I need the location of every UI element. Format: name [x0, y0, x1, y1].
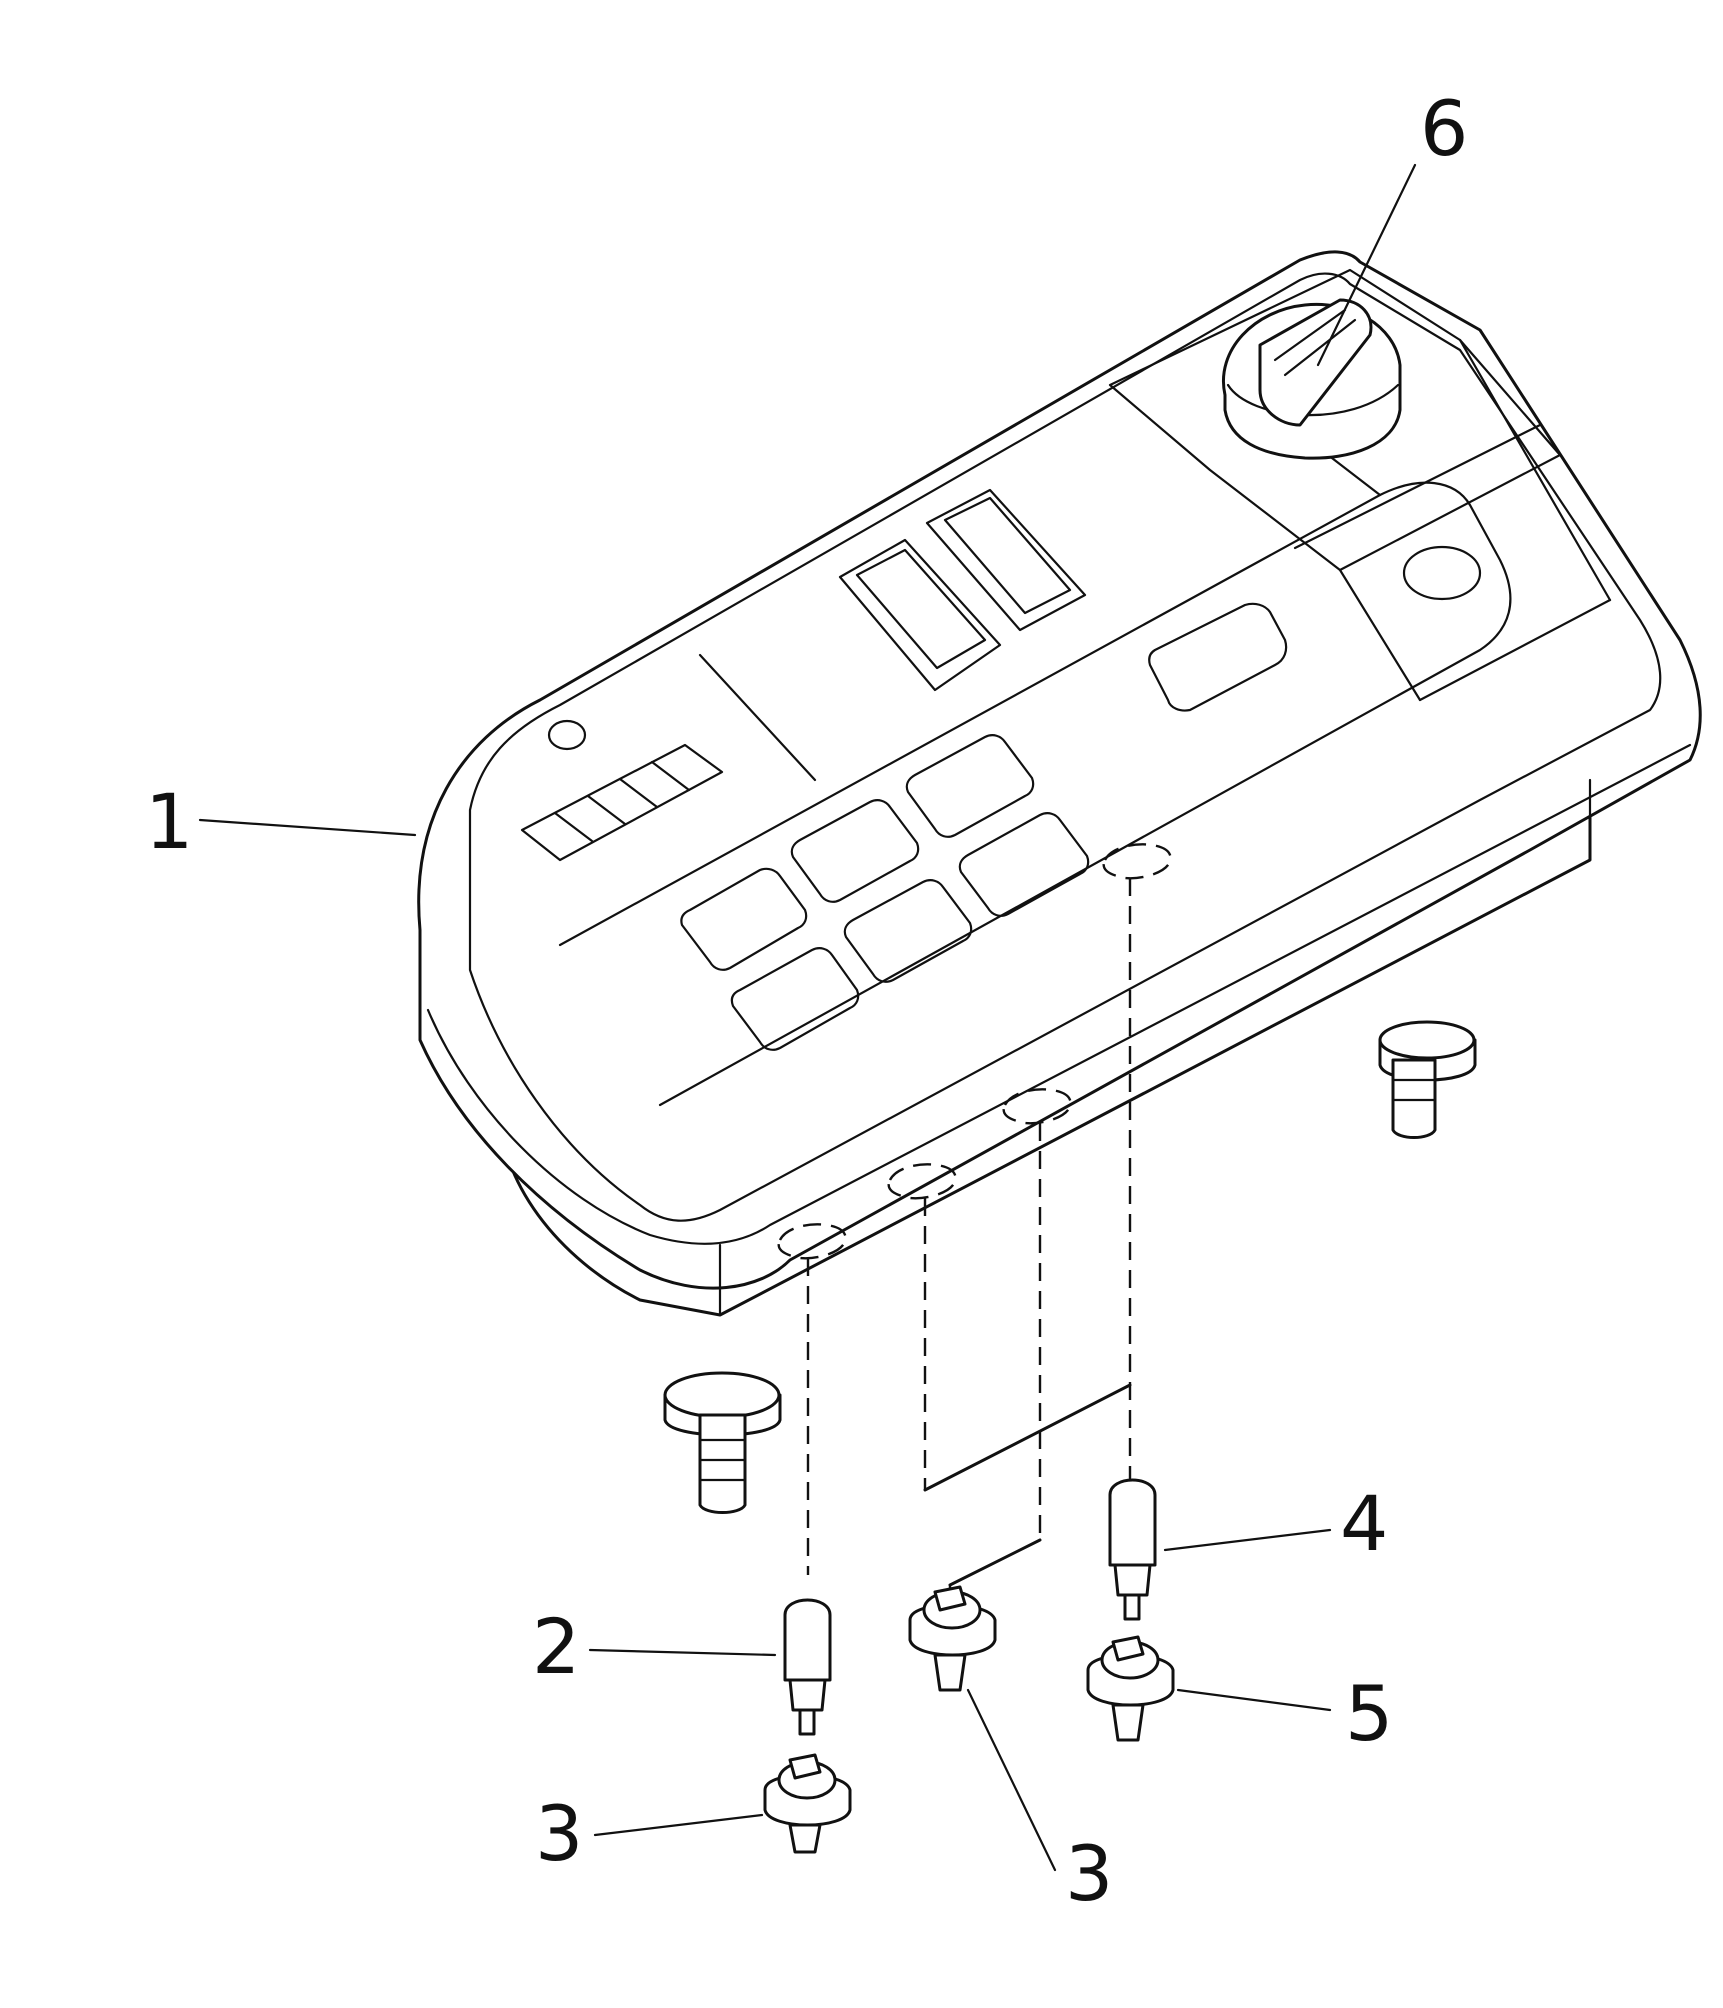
vertical-gauges: [838, 488, 1087, 692]
leader-6: [1316, 163, 1417, 367]
panel-button: [843, 879, 973, 983]
bar-gauge: [520, 743, 724, 862]
panel-top-face: [468, 272, 1662, 1222]
mounting-stud-right: [1378, 1020, 1477, 1139]
panel-button: [680, 867, 808, 971]
socket-part-3-mid: [908, 1585, 997, 1692]
panel-button: [905, 734, 1035, 838]
leader-5: [1176, 1688, 1332, 1712]
dashed-leaders: [806, 878, 1132, 1610]
socket-part-5: [1086, 1635, 1175, 1742]
switch-housing: [1108, 268, 1562, 572]
leader-3a: [593, 1813, 764, 1837]
panel-top-shell: [417, 250, 1702, 1290]
leader-3b: [966, 1688, 1057, 1872]
callout-6: 6: [1420, 84, 1468, 173]
display-window: [1148, 602, 1288, 712]
callout-2: 2: [532, 1602, 580, 1691]
switch-plate-bottom: [1418, 598, 1612, 702]
panel-button: [730, 947, 860, 1051]
panel-rim: [426, 743, 1692, 1245]
indicator-lamp-right: [1402, 545, 1482, 601]
panel-divider-lower: [558, 481, 1512, 1107]
panel-button: [958, 812, 1090, 917]
callout-1: 1: [145, 777, 193, 866]
leader-2: [588, 1648, 777, 1657]
mounting-stud-left: [663, 1371, 782, 1514]
socket-part-3-left: [763, 1753, 852, 1854]
switch-housing-front: [1338, 568, 1422, 702]
panel-button: [790, 799, 920, 903]
button-grid: [680, 734, 1090, 1051]
bulb-part-2: [783, 1598, 832, 1736]
bulb-part-4: [1108, 1478, 1157, 1621]
monitor-panel: [417, 250, 1702, 1514]
switch-housing-divider: [1293, 423, 1542, 550]
panel-diagonal-line: [698, 653, 817, 782]
callout-5: 5: [1345, 1669, 1393, 1758]
switch-housing-edge: [1458, 338, 1612, 602]
callout-leaders: [198, 163, 1417, 1872]
socket-holes: [777, 843, 1172, 1260]
rotary-knob: [1222, 298, 1402, 460]
callout-3-mid: 3: [1065, 1829, 1113, 1918]
callout-3-left: 3: [535, 1789, 583, 1878]
leader-1: [198, 818, 417, 837]
callout-4: 4: [1340, 1479, 1388, 1568]
leader-4: [1163, 1528, 1332, 1552]
indicator-lamp-left: [547, 719, 587, 751]
